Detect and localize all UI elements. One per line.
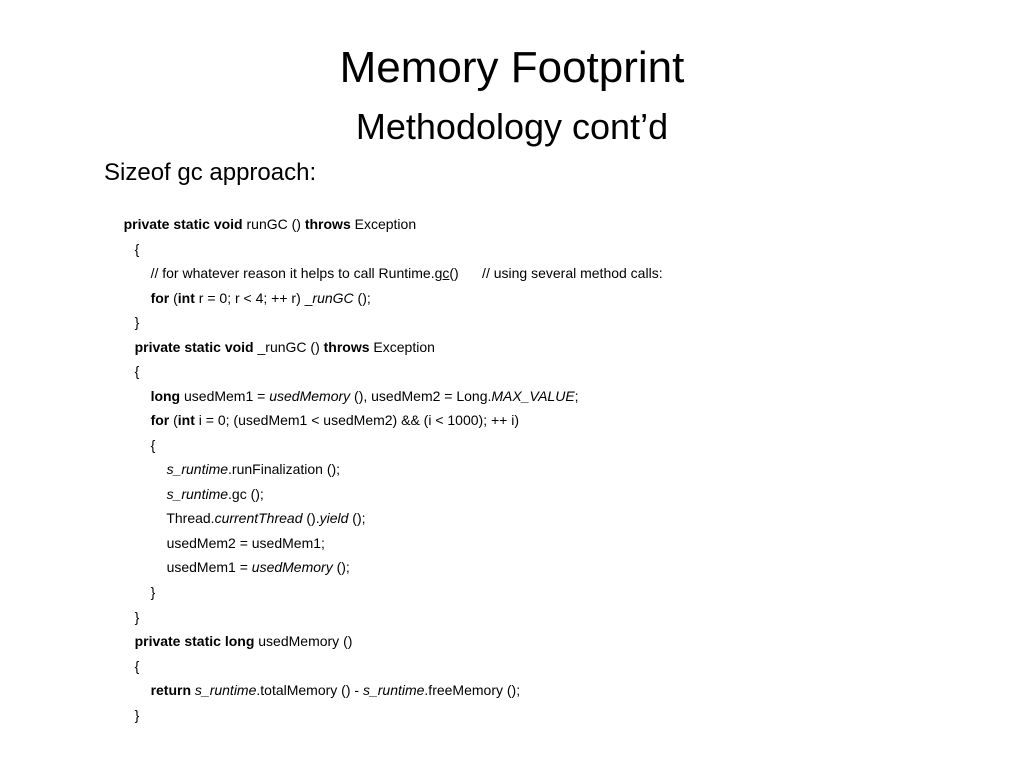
- code-keyword: throws: [304, 216, 351, 232]
- code-line-12: s_runtime.gc ();: [151, 464, 264, 524]
- code-line-1: private static void runGC () throws Exce…: [108, 194, 417, 254]
- code-text: Exception: [369, 339, 435, 355]
- code-italic: s_runtime: [362, 682, 425, 698]
- code-text: (: [169, 412, 178, 428]
- code-text: r = 0; r < 4; ++ r) _: [194, 290, 313, 306]
- code-text: _runGC (): [253, 339, 324, 355]
- code-text: runGC (): [242, 216, 305, 232]
- section-heading: Sizeof gc approach:: [104, 159, 317, 186]
- code-line-3: // for whatever reason it helps to call …: [135, 243, 663, 303]
- code-italic: usedMemory: [251, 559, 333, 575]
- code-text: Exception: [350, 216, 417, 232]
- code-keyword: return: [150, 682, 192, 698]
- code-italic: s_runtime: [166, 461, 229, 477]
- code-text: ();: [348, 510, 366, 526]
- code-italic: usedMemory: [269, 388, 351, 404]
- code-text: }: [134, 707, 140, 723]
- code-keyword: private static void: [123, 216, 243, 232]
- slide-subtitle: Methodology cont’d: [355, 106, 669, 147]
- code-text: ;: [574, 388, 579, 404]
- code-keyword: throws: [323, 339, 370, 355]
- code-line-18: private static long usedMemory (): [119, 611, 353, 671]
- code-line-13: Thread.currentThread ().yield ();: [151, 488, 366, 548]
- code-text: {: [150, 437, 156, 453]
- code-text: }: [134, 314, 140, 330]
- code-italic: runGC: [312, 290, 354, 306]
- code-text: .freeMemory ();: [424, 682, 521, 698]
- code-text: {: [134, 658, 140, 674]
- code-text: usedMem1 =: [166, 559, 252, 575]
- code-line-14: usedMem2 = usedMem1;: [151, 513, 325, 573]
- code-line-8: long usedMem1 = usedMemory (), usedMem2 …: [135, 366, 579, 426]
- code-italic: currentThread: [214, 510, 303, 526]
- code-text: (), usedMem2 = Long.: [350, 388, 492, 404]
- code-text: .gc ();: [228, 486, 264, 502]
- code-keyword: for: [150, 412, 170, 428]
- code-keyword: int: [177, 412, 195, 428]
- code-keyword: private static long: [134, 633, 255, 649]
- code-italic: s_runtime: [194, 682, 257, 698]
- code-line-19: {: [119, 636, 140, 696]
- code-line-9: for (int i = 0; (usedMem1 < usedMem2) &&…: [135, 390, 519, 450]
- code-line-20: return s_runtime.totalMemory () - s_runt…: [135, 660, 521, 720]
- code-text: (: [169, 290, 178, 306]
- code-comment: // for whatever reason it helps to call …: [150, 265, 435, 281]
- code-text: }: [150, 584, 156, 600]
- code-text: {: [134, 363, 140, 379]
- code-comment: () // using several method calls:: [449, 265, 663, 281]
- code-link-gc: gc: [434, 265, 450, 281]
- code-keyword: for: [150, 290, 170, 306]
- code-text: ().: [302, 510, 320, 526]
- code-line-7: {: [119, 341, 140, 401]
- code-text: ();: [332, 559, 350, 575]
- code-italic: s_runtime: [166, 486, 229, 502]
- code-keyword: private static void: [134, 339, 254, 355]
- code-line-5: }: [119, 292, 140, 352]
- code-text: usedMem1 =: [180, 388, 270, 404]
- code-line-16: }: [135, 562, 156, 622]
- code-line-11: s_runtime.runFinalization ();: [151, 439, 341, 499]
- code-text: {: [134, 241, 140, 257]
- code-text: .runFinalization ();: [228, 461, 341, 477]
- code-text: usedMem2 = usedMem1;: [166, 535, 325, 551]
- code-line-21: }: [119, 685, 140, 745]
- code-italic: yield: [319, 510, 349, 526]
- code-text: usedMemory (): [254, 633, 353, 649]
- code-line-6: private static void _runGC () throws Exc…: [119, 317, 435, 377]
- code-text: ();: [353, 290, 371, 306]
- code-line-2: {: [119, 219, 140, 279]
- code-line-15: usedMem1 = usedMemory ();: [151, 537, 350, 597]
- code-text: }: [134, 609, 140, 625]
- code-text: .totalMemory () -: [256, 682, 363, 698]
- code-line-10: {: [135, 415, 156, 475]
- code-italic: MAX_VALUE: [491, 388, 575, 404]
- code-line-17: }: [119, 587, 140, 647]
- code-line-4: for (int r = 0; r < 4; ++ r) _runGC ();: [135, 268, 371, 328]
- code-text: i = 0; (usedMem1 < usedMem2) && (i < 100…: [194, 412, 519, 428]
- code-keyword: long: [150, 388, 181, 404]
- slide-title: Memory Footprint: [339, 43, 685, 92]
- code-text: Thread.: [166, 510, 215, 526]
- code-keyword: int: [177, 290, 195, 306]
